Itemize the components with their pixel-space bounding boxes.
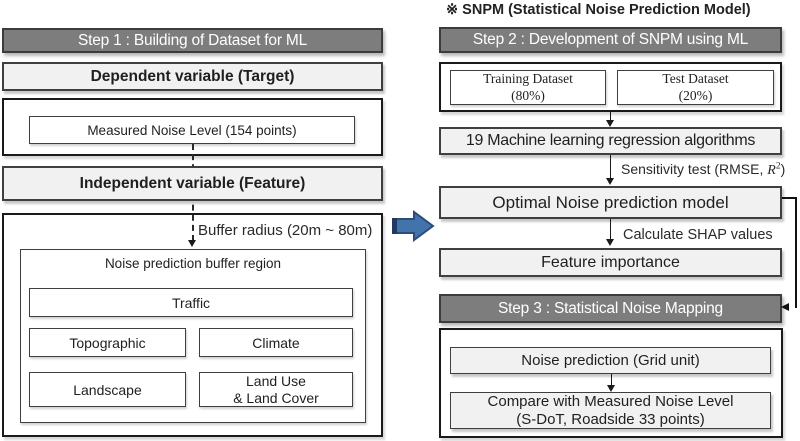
arrow-down-icon [606,178,614,185]
step1-title: Step 1 : Building of Dataset for ML [77,31,308,49]
training-dataset-box: Training Dataset (80%) [450,70,606,105]
step1-header: Step 1 : Building of Dataset for ML [2,28,383,53]
independent-variable-box: Independent variable (Feature) [2,166,383,201]
feedback-connector [782,197,797,308]
dependent-variable-label: Dependent variable (Target) [90,67,295,85]
connector-line [610,219,611,240]
factor-traffic-box: Traffic [29,288,353,317]
test-dataset-box: Test Dataset (20%) [617,70,774,105]
buffer-radius-label: Buffer radius (20m ~ 80m) [198,222,373,239]
noise-prediction-box: Noise prediction (Grid unit) [450,347,771,374]
factor-landscape-box: Landscape [29,372,186,407]
step2-title: Step 2 : Development of SNPM using ML [472,31,749,48]
optimal-model-box: Optimal Noise prediction model [439,186,782,219]
connector-line [611,374,612,386]
arrow-down-icon [607,385,615,392]
snpm-note: ※ SNPM (Statistical Noise Prediction Mod… [446,2,751,18]
arrow-down-icon [188,240,196,247]
step2-header: Step 2 : Development of SNPM using ML [439,27,782,53]
measured-noise-box: Measured Noise Level (154 points) [29,116,355,144]
factor-landuse-box: Land Use & Land Cover [199,372,353,407]
buffer-region-title: Noise prediction buffer region [104,256,282,271]
step3-title: Step 3 : Statistical Noise Mapping [498,299,723,317]
arrow-down-icon [606,120,614,127]
arrow-down-icon [606,239,614,246]
independent-variable-label: Independent variable (Feature) [79,174,306,192]
factor-topographic-box: Topographic [29,328,186,357]
step3-header: Step 3 : Statistical Noise Mapping [439,294,782,323]
connector-line [610,112,611,121]
measured-noise-label: Measured Noise Level (154 points) [87,122,297,138]
factor-climate-box: Climate [199,328,353,357]
flow-arrow-right-icon [392,210,435,242]
compare-box: Compare with Measured Noise Level (S-DoT… [450,392,771,429]
shap-label: Calculate SHAP values [623,227,773,243]
sensitivity-test-label: Sensitivity test (RMSE, R2) [621,161,786,178]
feature-importance-box: Feature importance [439,248,782,277]
dependent-variable-box: Dependent variable (Target) [2,62,383,91]
arrow-left-icon [781,303,789,311]
connector-line [610,155,611,179]
algorithms-box: 19 Machine learning regression algorithm… [439,127,782,155]
